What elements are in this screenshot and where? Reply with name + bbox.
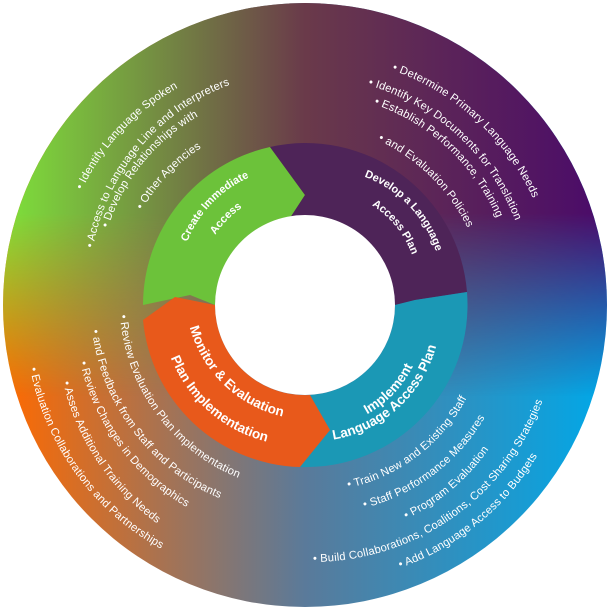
segment-create-immediate-access[interactable]	[143, 147, 305, 305]
segment-develop-language-access-plan[interactable]	[270, 143, 467, 305]
center-hole	[215, 215, 395, 395]
segment-implement-language-access-plan[interactable]	[300, 292, 468, 468]
inner-cycle	[143, 143, 468, 468]
segment-monitor-evaluation[interactable]	[143, 297, 330, 467]
